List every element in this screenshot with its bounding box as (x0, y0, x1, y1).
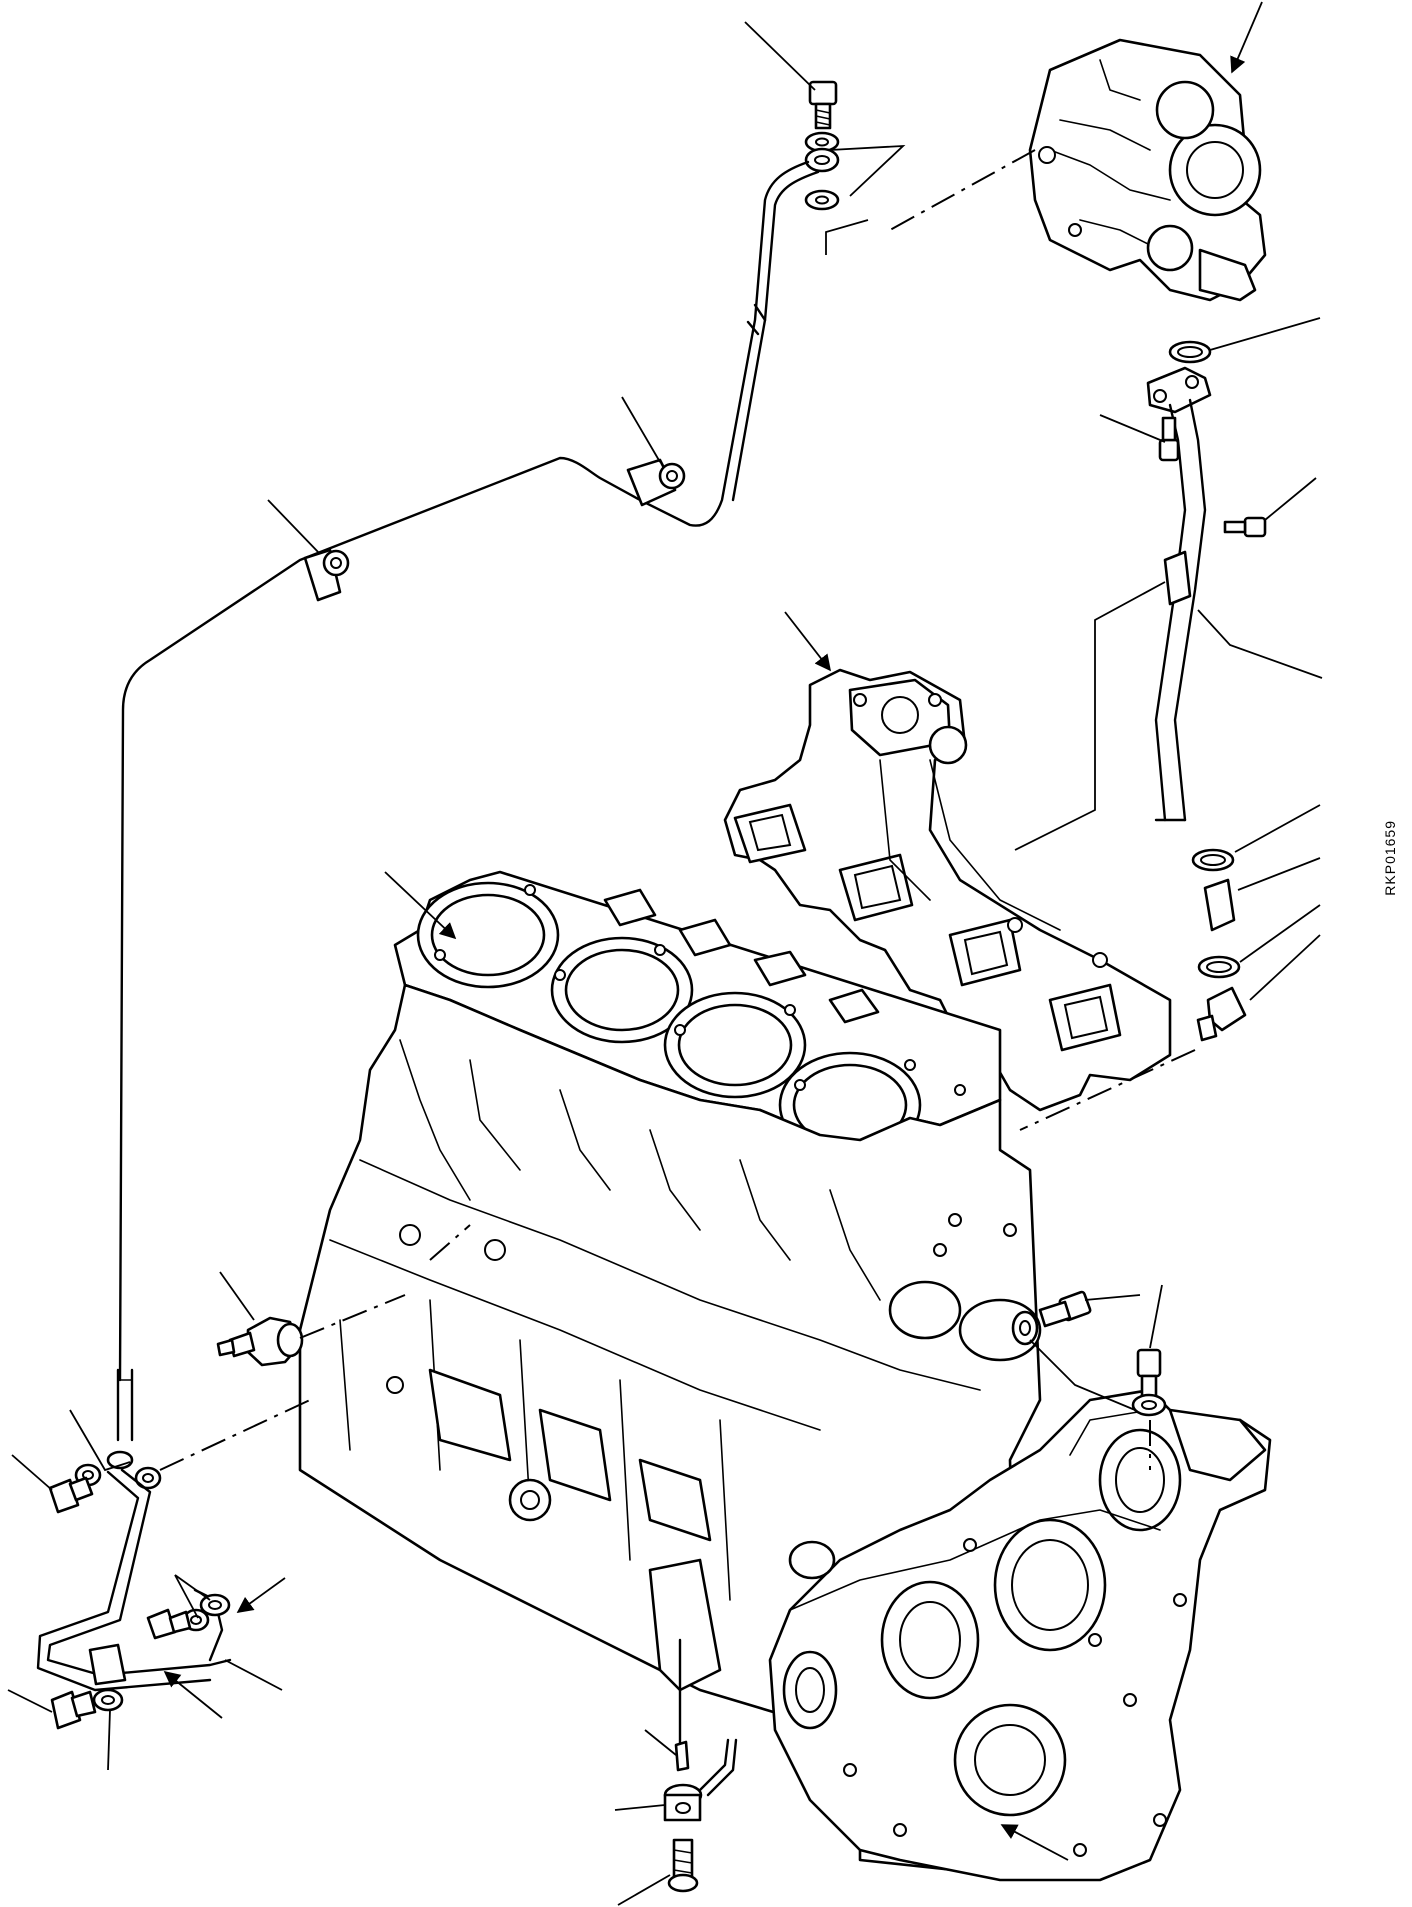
exhaust-manifold (723, 668, 1172, 1112)
callout-arrow-pipe-upper (236, 1577, 286, 1613)
turbocharger (1028, 38, 1267, 302)
oil-pressure-switch (216, 1316, 304, 1367)
housing-bolt-set (1011, 1284, 1167, 1470)
callout-arrow-turbocharger (1230, 1, 1263, 74)
callout-arrow-housing (1000, 1824, 1069, 1861)
callout-arrow-manifold (784, 611, 831, 672)
callout-leader-bolt (744, 21, 816, 91)
callout-arrow-block (384, 871, 457, 940)
callout-arrow-pipe (163, 1670, 223, 1719)
turbo-oil-feed-pipe (116, 80, 840, 1442)
oil-nozzle-assembly (663, 1638, 738, 1893)
turbo-oil-return-pipe (1146, 340, 1267, 1042)
oil-pipe-bracket (36, 1450, 232, 1730)
figure-reference-code: RKP01659 (1382, 820, 1398, 896)
flywheel-housing (768, 1388, 1272, 1882)
